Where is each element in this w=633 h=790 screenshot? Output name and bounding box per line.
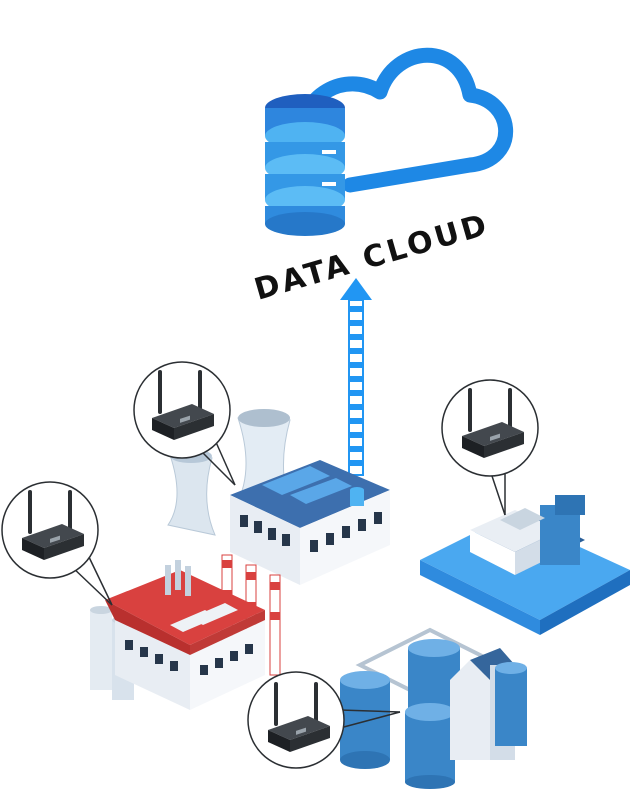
callout-left [1, 481, 113, 606]
power-plant-icon [167, 409, 390, 585]
upload-arrow-icon [340, 278, 372, 476]
storage-tanks-icon [340, 627, 527, 789]
callout-top-left [133, 361, 236, 486]
cloud-database-icon [265, 47, 514, 236]
callout-right [441, 379, 539, 516]
container-station-icon [420, 495, 630, 635]
callout-bottom [247, 671, 401, 769]
factory-icon [90, 554, 281, 710]
